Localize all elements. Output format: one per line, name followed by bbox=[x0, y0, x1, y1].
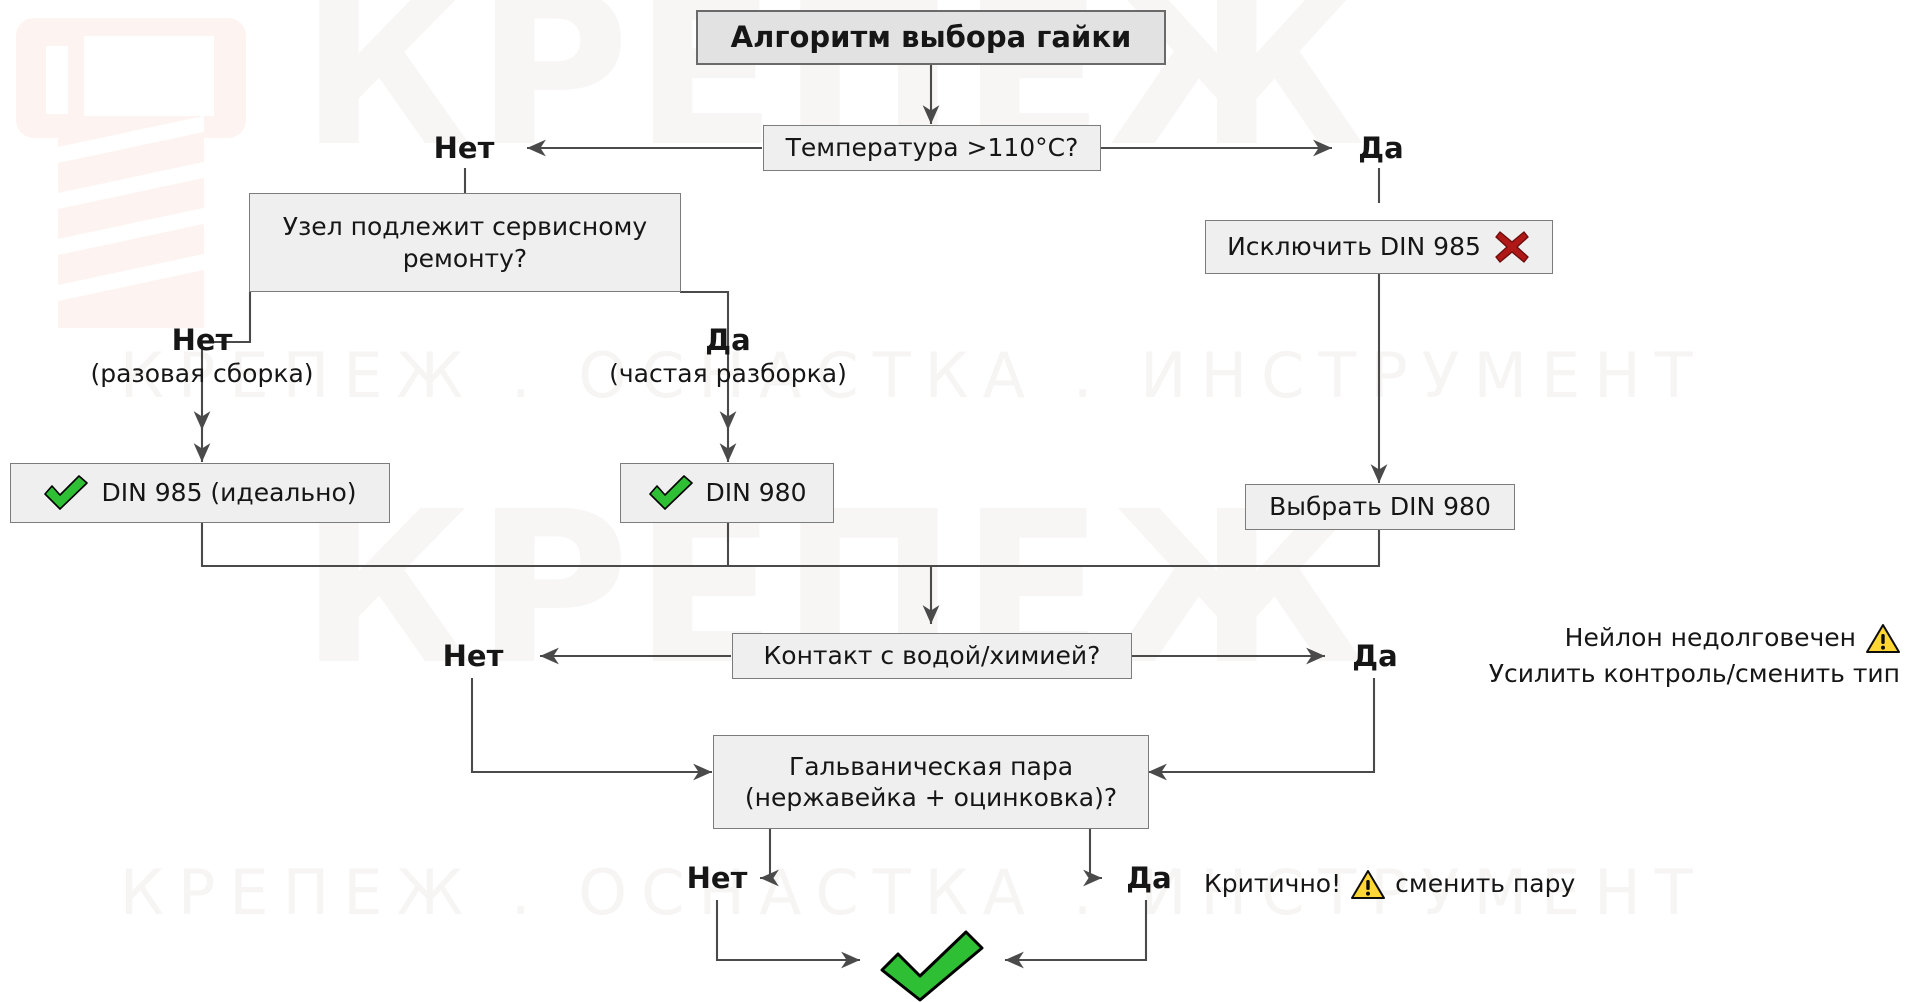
label-galvanic-no-value: Нет bbox=[686, 861, 748, 895]
note-nylon-line-1: Нейлон недолговечен bbox=[1564, 623, 1856, 652]
label-galvanic-no: Нет bbox=[662, 860, 772, 896]
note-nylon-row-2: Усилить контроль/сменить тип bbox=[1430, 656, 1900, 692]
check-mark-icon bbox=[648, 474, 694, 512]
warning-triangle-icon bbox=[1351, 869, 1386, 900]
node-choose-din980-label: Выбрать DIN 980 bbox=[1269, 492, 1491, 522]
label-temperature-no: Нет bbox=[404, 130, 524, 166]
label-temperature-yes: Да bbox=[1336, 130, 1426, 166]
node-title-label: Алгоритм выбора гайки bbox=[730, 20, 1132, 55]
check-mark-icon bbox=[878, 930, 986, 1002]
node-question-temperature-label: Температура >110°C? bbox=[785, 133, 1079, 163]
note-nylon-row-1: Нейлон недолговечен bbox=[1430, 620, 1900, 656]
label-water-no-value: Нет bbox=[442, 639, 504, 673]
cross-mark-icon bbox=[1493, 228, 1531, 266]
final-check-mark bbox=[878, 930, 986, 1002]
bolt-icon bbox=[6, 8, 266, 338]
note-critical: Критично! сменить пару bbox=[1204, 866, 1575, 902]
note-critical-row: Критично! сменить пару bbox=[1204, 866, 1575, 902]
node-question-service: Узел подлежит сервисному ремонту? bbox=[249, 193, 681, 292]
note-nylon: Нейлон недолговечен Усилить контроль/сме… bbox=[1430, 620, 1900, 693]
node-result-din980: DIN 980 bbox=[620, 463, 834, 523]
node-question-galvanic: Гальваническая пара (нержавейка + оцинко… bbox=[713, 735, 1149, 829]
note-critical-prefix: Критично! bbox=[1204, 869, 1342, 898]
node-question-service-label: Узел подлежит сервисному ремонту? bbox=[282, 212, 648, 273]
label-service-yes: Да (частая разборка) bbox=[578, 322, 878, 390]
label-galvanic-yes-value: Да bbox=[1126, 861, 1172, 895]
node-choose-din980: Выбрать DIN 980 bbox=[1245, 484, 1515, 530]
node-exclude-din985-label: Исключить DIN 985 bbox=[1227, 232, 1481, 262]
node-question-water-label: Контакт с водой/химией? bbox=[763, 641, 1101, 671]
label-temperature-no-value: Нет bbox=[433, 131, 495, 165]
label-service-no-value: Нет bbox=[171, 323, 233, 357]
node-question-galvanic-label: Гальваническая пара (нержавейка + оцинко… bbox=[744, 751, 1118, 812]
label-galvanic-yes: Да bbox=[1104, 860, 1194, 896]
label-service-yes-value: Да bbox=[705, 323, 751, 357]
label-water-yes: Да bbox=[1330, 638, 1420, 674]
node-result-din985-label: DIN 985 (идеально) bbox=[101, 478, 357, 508]
check-mark-icon bbox=[43, 474, 89, 512]
label-service-no: Нет (разовая сборка) bbox=[42, 322, 362, 390]
label-water-no: Нет bbox=[418, 638, 528, 674]
note-nylon-line-2: Усилить контроль/сменить тип bbox=[1488, 659, 1900, 689]
node-exclude-din985: Исключить DIN 985 bbox=[1205, 220, 1553, 274]
warning-triangle-icon bbox=[1866, 623, 1900, 654]
node-question-water: Контакт с водой/химией? bbox=[732, 633, 1132, 679]
label-service-no-sub: (разовая сборка) bbox=[90, 359, 314, 389]
node-question-temperature: Температура >110°C? bbox=[763, 125, 1101, 171]
node-result-din985: DIN 985 (идеально) bbox=[10, 463, 390, 523]
label-water-yes-value: Да bbox=[1352, 639, 1398, 673]
label-service-yes-sub: (частая разборка) bbox=[609, 359, 847, 389]
note-critical-suffix: сменить пару bbox=[1395, 869, 1576, 898]
node-result-din980-label: DIN 980 bbox=[705, 478, 807, 508]
node-title: Алгоритм выбора гайки bbox=[696, 10, 1166, 65]
label-temperature-yes-value: Да bbox=[1358, 131, 1404, 165]
